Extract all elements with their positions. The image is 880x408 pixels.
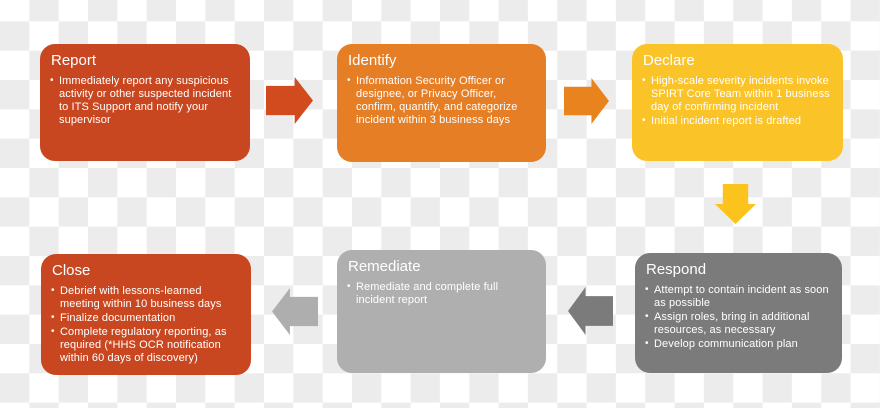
declare-box: Declare High-scale severity incidents in…	[632, 44, 843, 161]
respond-box: Respond Attempt to contain incident as s…	[635, 253, 842, 373]
close-bullets: Debrief with lessons-learned meeting wit…	[51, 285, 243, 365]
remediate-title: Remediate	[348, 258, 421, 275]
identify-bullets: Information Security Officer or designee…	[347, 75, 538, 127]
report-box: Report Immediately report any suspicious…	[40, 44, 250, 161]
remediate-bullet-1: Remediate and complete full incident rep…	[347, 281, 538, 307]
identify-box: Identify Information Security Officer or…	[337, 44, 546, 162]
arrow-remediate-to-close-icon	[272, 288, 318, 335]
remediate-bullets: Remediate and complete full incident rep…	[347, 281, 538, 307]
report-bullet-1: Immediately report any suspicious activi…	[50, 75, 242, 127]
identify-title: Identify	[348, 52, 397, 69]
arrow-identify-to-declare-icon	[564, 78, 609, 124]
report-title: Report	[51, 52, 97, 69]
close-bullet-3: Complete regulatory reporting, as requir…	[51, 326, 243, 365]
close-box: Close Debrief with lessons-learned meeti…	[41, 254, 251, 375]
declare-title: Declare	[643, 52, 695, 69]
arrow-report-to-identify-icon	[266, 77, 313, 124]
respond-bullet-3: Develop communication plan	[645, 338, 834, 351]
identify-bullet-1: Information Security Officer or designee…	[347, 75, 538, 127]
close-bullet-1: Debrief with lessons-learned meeting wit…	[51, 285, 243, 311]
declare-bullets: High-scale severity incidents invoke SPI…	[642, 75, 835, 128]
respond-bullets: Attempt to contain incident as soon as p…	[645, 284, 834, 351]
respond-title: Respond	[646, 261, 707, 278]
arrow-declare-to-respond-icon	[715, 184, 756, 224]
arrow-respond-to-remediate-icon	[568, 287, 613, 335]
report-bullets: Immediately report any suspicious activi…	[50, 75, 242, 127]
respond-bullet-2: Assign roles, bring in additional resour…	[645, 311, 834, 337]
respond-bullet-1: Attempt to contain incident as soon as p…	[645, 284, 834, 310]
declare-bullet-1: High-scale severity incidents invoke SPI…	[642, 75, 835, 114]
declare-bullet-2: Initial incident report is drafted	[642, 115, 835, 128]
close-bullet-2: Finalize documentation	[51, 312, 243, 325]
remediate-box: Remediate Remediate and complete full in…	[337, 250, 546, 373]
close-title: Close	[52, 262, 91, 279]
